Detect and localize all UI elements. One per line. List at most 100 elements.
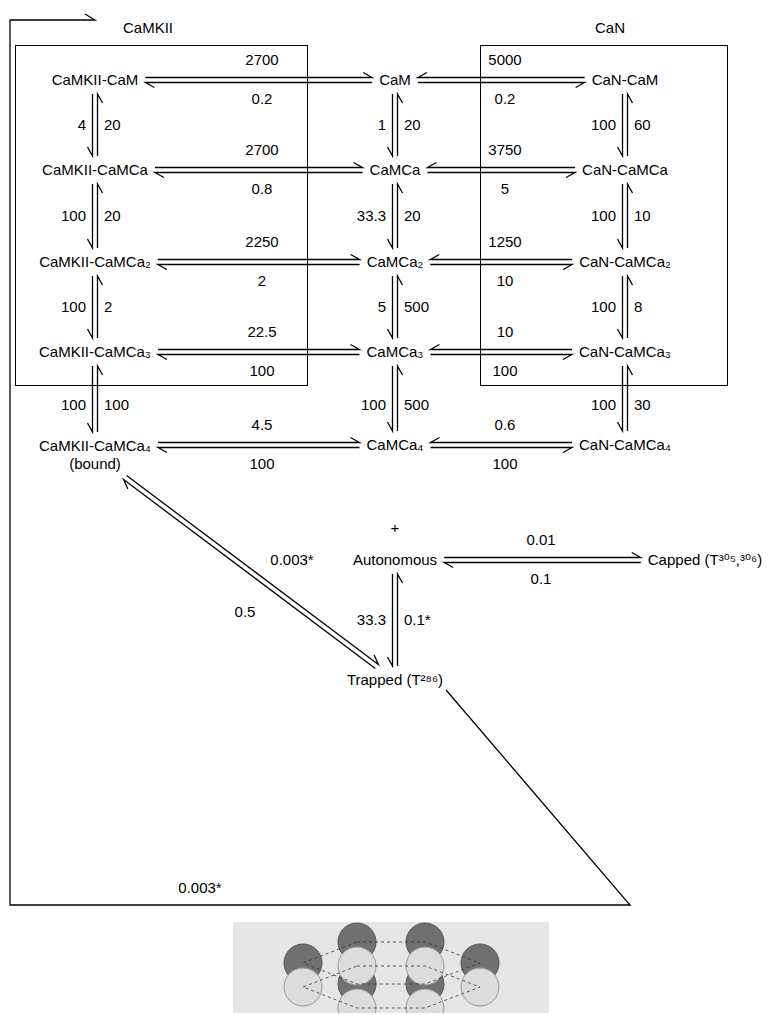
- species-name: CaMCa: [370, 161, 421, 179]
- subunit-rings: [284, 923, 499, 1013]
- species-name: Trapped (T²⁸⁶): [347, 671, 443, 689]
- species-name: CaMCa₄: [367, 436, 424, 454]
- species-name: CaMCa₂: [367, 253, 424, 271]
- rate-constant: 100: [361, 396, 386, 414]
- rate-constant: 4.5: [252, 416, 273, 434]
- rate-constant: 10: [497, 272, 514, 290]
- rate-constant: 8: [634, 298, 642, 316]
- reaction-arrow: [158, 438, 360, 453]
- reaction-arrow: [88, 276, 103, 338]
- rate-constant: 0.2: [252, 90, 273, 108]
- light-hexagon: [303, 966, 480, 1008]
- rate-constant: 100: [249, 362, 274, 380]
- rate-constant: 100: [61, 396, 86, 414]
- box-heading: CaMKII: [123, 19, 173, 37]
- rate-constant: 0.2: [495, 90, 516, 108]
- rate-constant: 5: [378, 298, 386, 316]
- species-node: CaN-CaMCa₂: [576, 252, 674, 272]
- reaction-arrow: [617, 184, 632, 248]
- species-name: CaMKII-CaMCa₃: [39, 343, 151, 361]
- reaction-arrow: [430, 438, 572, 453]
- rate-constant: 2: [258, 272, 266, 290]
- rate-constant: 100: [492, 362, 517, 380]
- rate-constant: 2700: [245, 141, 278, 159]
- species-node: Trapped (T²⁸⁶): [344, 670, 446, 690]
- rate-constant: 33.3: [357, 207, 386, 225]
- species-node: CaMKII-CaMCa: [39, 160, 151, 180]
- illustration-ground: [233, 922, 549, 1013]
- rate-constant: 500: [404, 298, 429, 316]
- rate-constant: 0.1*: [404, 611, 431, 629]
- reaction-arrow: [158, 345, 360, 360]
- rate-constant: 2700: [245, 51, 278, 69]
- rate-constant: 100: [591, 396, 616, 414]
- light-subunit: [406, 989, 444, 1013]
- rate-constant: 0.5: [235, 603, 256, 621]
- reaction-arrow: [88, 94, 103, 156]
- box-heading: CaN: [595, 19, 625, 37]
- species-node: CaMCa: [367, 160, 424, 180]
- rate-constant: 20: [104, 207, 121, 225]
- rate-constant: 10: [497, 323, 514, 341]
- species-node: CaN-CaMCa₃: [576, 342, 674, 362]
- rate-constant: 100: [104, 396, 129, 414]
- dark-hexagon: [303, 942, 480, 984]
- reaction-arrow: [387, 574, 402, 666]
- rate-constant: 0.6: [495, 416, 516, 434]
- reaction-arrow: [444, 553, 641, 568]
- reaction-arrow: [158, 255, 360, 270]
- species-name: CaN-CaMCa: [582, 161, 668, 179]
- rate-constant: 100: [492, 455, 517, 473]
- rate-constant: 100: [61, 298, 86, 316]
- reaction-arrow: [427, 163, 575, 178]
- light-subunit: [338, 989, 376, 1013]
- rate-constant: 20: [104, 116, 121, 134]
- rate-constant: 100: [591, 116, 616, 134]
- reaction-arrow: [617, 276, 632, 338]
- species-node: CaN-CaMCa₄: [576, 435, 674, 455]
- species-name: CaMKII-CaMCa: [42, 161, 148, 179]
- reaction-arrow: [10, 14, 630, 905]
- reaction-arrow: [387, 94, 402, 156]
- rate-constant: 60: [634, 116, 651, 134]
- rate-constant: 100: [591, 207, 616, 225]
- rate-constant: 5: [501, 180, 509, 198]
- species-node: CaMKII-CaMCa₂: [36, 252, 154, 272]
- rate-constant: 100: [591, 298, 616, 316]
- species-name: CaN-CaMCa₂: [579, 253, 671, 271]
- rate-constant: 0.8: [252, 180, 273, 198]
- species-node: CaM: [376, 70, 414, 90]
- reaction-arrow: [430, 345, 572, 360]
- rate-constant: 500: [404, 396, 429, 414]
- species-name: CaMKII-CaM: [52, 71, 139, 89]
- rate-constant: 1250: [488, 233, 521, 251]
- reaction-arrow: [618, 94, 633, 156]
- reaction-arrow: [124, 476, 379, 669]
- rate-constant: 33.3: [357, 611, 386, 629]
- rate-constant: 2: [104, 298, 112, 316]
- species-name: CaMKII-CaMCa₂: [39, 253, 151, 271]
- species-name: CaMKII-CaMCa₄: [39, 437, 151, 455]
- rate-constant: 0.003*: [178, 879, 221, 897]
- species-node: CaMKII-CaMCa₃: [36, 342, 154, 362]
- species-name: Capped (T³⁰⁵,³⁰⁶): [648, 551, 762, 569]
- reaction-arrow: [387, 184, 402, 248]
- reaction-arrow: [155, 163, 363, 178]
- species-name: CaM: [379, 71, 411, 89]
- rate-constant: 20: [404, 207, 421, 225]
- species-name: CaN-CaM: [592, 71, 659, 89]
- plus-sign: +: [391, 519, 400, 537]
- rate-constant: 0.01: [526, 531, 555, 549]
- rate-constant: 2250: [245, 233, 278, 251]
- rate-constant: 0.1: [531, 570, 552, 588]
- light-subunit: [284, 968, 322, 1006]
- rate-constant: 20: [404, 116, 421, 134]
- species-node: CaN-CaM: [589, 70, 662, 90]
- rate-constant: 0.003*: [270, 551, 313, 569]
- species-name: CaN-CaMCa₄: [579, 436, 671, 454]
- reaction-arrow: [418, 73, 585, 88]
- species-name: (bound): [39, 455, 151, 473]
